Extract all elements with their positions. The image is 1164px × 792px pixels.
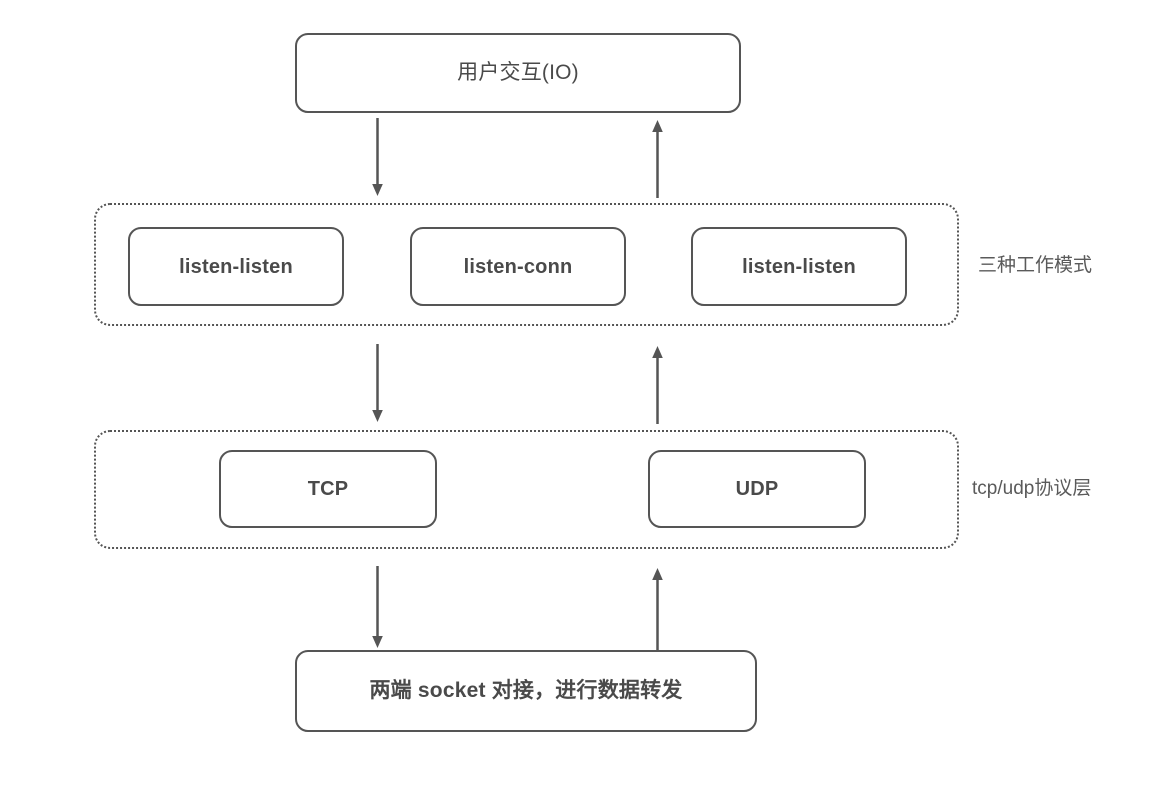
working-modes-group — [94, 203, 959, 326]
mode-box-label: listen-conn — [463, 255, 573, 278]
arrow-modes-to-io-up — [650, 118, 665, 198]
protocol-box-tcp: TCP — [219, 450, 437, 528]
mode-box-listen-listen-2: listen-listen — [691, 227, 907, 306]
arrow-socket-to-protocol-up — [650, 566, 665, 650]
protocol-layer-side-label: tcp/udp协议层 — [972, 478, 1092, 499]
socket-forwarding-box-label: 两端 socket 对接，进行数据转发 — [369, 679, 683, 703]
protocol-box-udp: UDP — [648, 450, 866, 528]
mode-box-label: listen-listen — [742, 255, 856, 278]
mode-box-listen-listen-1: listen-listen — [128, 227, 344, 306]
arrow-protocol-to-socket-down — [370, 566, 385, 650]
user-io-box-label: 用户交互(IO) — [457, 61, 579, 85]
mode-box-label: listen-listen — [179, 255, 293, 278]
arrow-modes-to-protocol-down — [370, 344, 385, 424]
protocol-layer-group — [94, 430, 959, 549]
protocol-box-label: UDP — [735, 478, 779, 500]
user-io-box: 用户交互(IO) — [295, 33, 741, 113]
arrow-io-to-modes-down — [370, 118, 385, 198]
protocol-box-label: TCP — [307, 478, 349, 500]
working-modes-side-label: 三种工作模式 — [978, 255, 1093, 276]
arrow-protocol-to-modes-up — [650, 344, 665, 424]
mode-box-listen-conn: listen-conn — [410, 227, 626, 306]
socket-forwarding-box: 两端 socket 对接，进行数据转发 — [295, 650, 757, 732]
